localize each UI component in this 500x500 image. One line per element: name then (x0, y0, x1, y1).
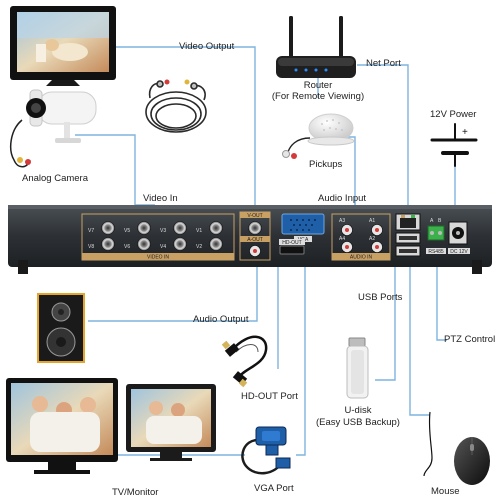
v-out-panel-label: V-OUT (247, 213, 262, 219)
label-vga-port: VGA Port (254, 483, 294, 494)
label-usb-ports: USB Ports (358, 292, 403, 303)
video-in-panel-label: VIDEO IN (147, 255, 169, 261)
label-audio-output: Audio Output (193, 314, 249, 325)
label-video-in: Video In (143, 193, 178, 204)
ch-label-top-1: V7 (88, 228, 94, 234)
power-symbol: + (430, 123, 478, 167)
label-hd-out-port: HD-OUT Port (241, 391, 298, 402)
ch-label-top-2: V5 (124, 228, 130, 234)
label-analog-camera: Analog Camera (22, 173, 89, 184)
line-ptz (436, 265, 447, 341)
ch-label-bot-1: V8 (88, 244, 94, 250)
ch-label-top-4: V1 (196, 228, 202, 234)
label-mouse: Mouse (431, 486, 460, 497)
label-udisk-sub: (Easy USB Backup) (316, 417, 400, 428)
line-usb-udisk (375, 265, 396, 381)
hd-out-panel-label: HD-OUT (282, 240, 301, 246)
v-out-connector (248, 221, 262, 235)
lcd-monitor-image (10, 6, 116, 86)
analog-camera-image (9, 89, 97, 168)
a-out-panel-label: A-OUT (247, 237, 263, 243)
rs485-terminal (427, 225, 445, 241)
router-image (276, 16, 356, 78)
line-video-output (113, 46, 256, 212)
line-vga (296, 242, 306, 456)
ch-label-bot-3: V4 (160, 244, 166, 250)
bnc-video-inputs (101, 221, 223, 251)
power-plus-sign: + (462, 127, 468, 138)
label-router-sub: (For Remote Viewing) (271, 91, 365, 102)
audio-ch-a4: A4 (339, 236, 345, 242)
label-udisk: U-disk (344, 405, 372, 416)
dvr-back-panel: VIDEO IN V7 V5 V3 V1 V8 V6 V4 V2 V-OUT A… (8, 205, 492, 274)
connection-lines (75, 46, 456, 456)
ch-label-bot-2: V6 (124, 244, 130, 250)
udisk-image (346, 337, 369, 399)
label-pickups: Pickups (309, 159, 343, 170)
label-ptz-control: PTZ Control (444, 334, 496, 345)
label-audio-input: Audio Input (318, 193, 367, 204)
pickups-image (282, 113, 355, 159)
hdmi-cable-image (221, 335, 268, 388)
rs485-a: A (430, 218, 434, 224)
dc12v-panel-label: DC 12V (450, 249, 468, 255)
label-tv-monitor: TV/Monitor (112, 487, 159, 498)
rs485-b: B (438, 218, 442, 224)
audio-ch-a2: A2 (369, 236, 375, 242)
line-net-port (357, 64, 409, 212)
speaker-image (37, 293, 85, 363)
label-router: Router (303, 80, 333, 91)
line-audio-output (88, 265, 258, 322)
rs485-panel-label: RS485 (428, 249, 444, 255)
tv-monitor-image (6, 378, 216, 474)
ch-label-bot-4: V2 (196, 244, 202, 250)
audio-ch-a1: A1 (369, 218, 375, 224)
vga-cable-image (241, 426, 291, 475)
label-net-port: Net Port (366, 58, 401, 69)
line-usb-mouse (409, 265, 430, 416)
mouse-image (423, 411, 490, 485)
audio-in-jacks (341, 224, 383, 253)
label-video-output: Video Output (179, 41, 235, 52)
bnc-cable-image (145, 79, 207, 133)
ch-label-top-3: V3 (160, 228, 166, 234)
label-12v-power: 12V Power (430, 109, 477, 120)
audio-in-panel-label: AUDIO IN (350, 255, 373, 261)
audio-ch-a3: A3 (339, 218, 345, 224)
